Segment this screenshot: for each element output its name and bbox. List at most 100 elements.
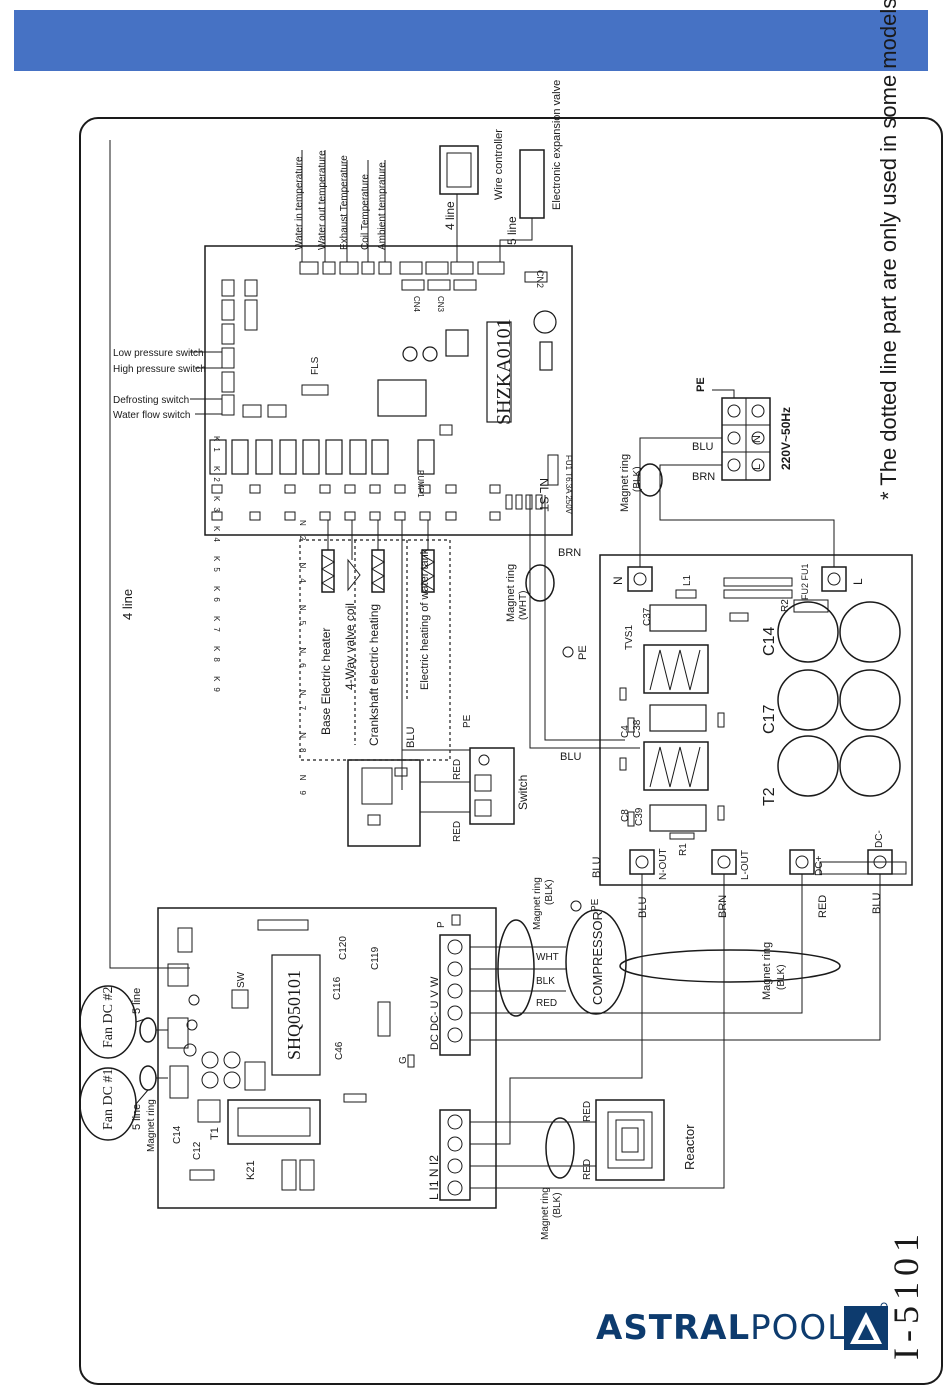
load-label-1: 4-Way valve coil bbox=[343, 603, 357, 690]
magnet-wht-sub: (WHT) bbox=[518, 591, 529, 620]
filter-pe: PE bbox=[577, 645, 589, 660]
filter-c37: C37 bbox=[642, 607, 653, 626]
sensor-label-4: Ambient temprature bbox=[377, 162, 388, 250]
compressor bbox=[470, 909, 627, 1017]
driver-uvw: DC DC- U V W bbox=[429, 976, 441, 1050]
switch-pe: PE bbox=[462, 714, 473, 728]
filter-tvs: TVS1 bbox=[624, 625, 635, 650]
mid-text: Magnet ring (WHT) BRN BLU 4 line bbox=[120, 547, 581, 763]
switch-blu: BLU bbox=[405, 727, 417, 748]
power-blu: BLU bbox=[692, 441, 713, 453]
board-fls: FLS bbox=[310, 356, 321, 375]
driver-sw: SW bbox=[236, 971, 247, 988]
board-cn4: CN4 bbox=[412, 296, 421, 313]
comp-wht: WHT bbox=[536, 952, 559, 963]
four-line-left: 4 line bbox=[120, 589, 135, 620]
main-board-code: SHZKA0101 bbox=[493, 318, 515, 425]
driver-board-code: SHQ050101 bbox=[284, 970, 304, 1060]
filter-l1: L1 bbox=[682, 574, 693, 586]
terminal-n: N bbox=[751, 435, 763, 443]
switch-title: Switch bbox=[516, 775, 530, 810]
filter-c39: C39 bbox=[634, 807, 645, 826]
load-label-2: Crankshaft electric heating bbox=[367, 604, 381, 746]
compressor-text: COMPRESSOR WHT BLK RED Magnet ring (BLK)… bbox=[532, 877, 605, 1009]
dotted-note: * The dotted line part are only used in … bbox=[876, 0, 901, 500]
reactor-text: Reactor RED RED Magnet ring (BLK) bbox=[540, 1101, 697, 1240]
lower-blu-1: BLU bbox=[637, 897, 649, 918]
power-rating: 220V~50Hz bbox=[779, 407, 793, 470]
magnet-ring-wht bbox=[525, 564, 555, 602]
lower-blu-2: BLU bbox=[871, 893, 883, 914]
magnet-ring-blk bbox=[619, 949, 841, 983]
sensor-label-1: Water out temperature bbox=[317, 150, 328, 250]
brand-mark-icon bbox=[844, 1302, 888, 1350]
load-label-0: Base Electric heater bbox=[319, 628, 333, 735]
compressor-label: COMPRESSOR bbox=[590, 911, 605, 1005]
wire-controller-label: Wire controller bbox=[493, 129, 505, 200]
driver-board bbox=[157, 907, 497, 1209]
filter-c4: C4 bbox=[620, 725, 631, 738]
filter-fu: FU2 FU1 bbox=[800, 563, 810, 600]
switch-labels: Water flow switch Defrosting switch High… bbox=[113, 348, 206, 421]
brand-name-light: POOL bbox=[750, 1308, 848, 1348]
fan-units bbox=[79, 985, 168, 1141]
board-relays: K1 K2 K3 K4 K5 K6 K7 K8 K9 bbox=[212, 436, 221, 698]
board-nlst: NL ST bbox=[537, 478, 551, 512]
reactor-magnet: Magnet ring bbox=[540, 1187, 551, 1240]
lower-magnet-blk: (BLK) bbox=[776, 964, 787, 990]
fan-magnet: Magnet ring bbox=[146, 1099, 157, 1152]
reactor-red-2: RED bbox=[582, 1159, 593, 1180]
board-n-outs: N2 N4 N5 N6 N7 N8 N9 bbox=[298, 520, 307, 805]
model-code: I-5101 bbox=[886, 1228, 926, 1360]
switch-red-1: RED bbox=[452, 759, 463, 780]
mid-wires bbox=[109, 140, 640, 969]
four-line-top: 4 line bbox=[443, 201, 457, 230]
reactor-magnet-blk: (BLK) bbox=[552, 1192, 563, 1218]
filter-r1: R1 bbox=[678, 843, 689, 856]
filter-c17: C17 bbox=[761, 705, 778, 734]
filter-blu-left: BLU bbox=[591, 857, 603, 878]
filter-dcp: DC+ bbox=[814, 856, 825, 876]
driver-c14: C14 bbox=[172, 1125, 183, 1144]
reactor-red-1: RED bbox=[582, 1101, 593, 1122]
mid-blu: BLU bbox=[560, 751, 581, 763]
expansion-valve bbox=[499, 149, 545, 262]
magnet-top-label: Magnet ring bbox=[619, 454, 631, 512]
terminal-l: L bbox=[751, 464, 763, 470]
comp-blk: BLK bbox=[536, 976, 555, 987]
driver-text: SHQ050101 L I1 N I2 DC DC- U V W K21 T1 … bbox=[172, 921, 447, 1200]
board-cn2: CN2 bbox=[535, 270, 545, 288]
load-label-3: Electric heating of water tank bbox=[419, 548, 431, 690]
brand-name-bold: ASTRAL bbox=[596, 1308, 751, 1348]
comp-magnet-blk: (BLK) bbox=[544, 879, 555, 905]
power-switch bbox=[347, 747, 515, 847]
driver-p: P bbox=[436, 921, 447, 928]
filter-c14: C14 bbox=[761, 627, 778, 656]
power-brn: BRN bbox=[692, 471, 715, 483]
driver-c116: C116 bbox=[332, 976, 343, 1000]
load-area bbox=[299, 520, 451, 761]
lower-brn: BRN bbox=[717, 895, 729, 918]
astralpool-logo: ASTRALPOOL bbox=[594, 1298, 894, 1380]
sensor-label-0: Water in temperature bbox=[294, 156, 305, 250]
switch-label-0: Water flow switch bbox=[113, 410, 190, 421]
sensor-leads bbox=[301, 150, 386, 262]
switch-label-2: High pressure switch bbox=[113, 364, 206, 375]
five-line-top: 5 line bbox=[505, 216, 519, 245]
filter-n: N bbox=[611, 576, 625, 585]
diagram-frame bbox=[79, 117, 943, 1385]
expansion-valve-label: Electronic expansion valve bbox=[551, 80, 563, 210]
relay-row bbox=[209, 439, 435, 475]
out-connectors bbox=[211, 484, 501, 521]
sensor-connectors bbox=[299, 261, 548, 291]
board-pump: PUMP1 bbox=[416, 470, 425, 498]
filter-pe-symbol bbox=[562, 646, 574, 658]
magnet-wht-label: Magnet ring bbox=[505, 564, 517, 622]
power-wires bbox=[639, 389, 835, 567]
filter-r2: R2 bbox=[780, 599, 791, 612]
board-cn3: CN3 bbox=[436, 296, 445, 313]
driver-c119: C119 bbox=[370, 946, 381, 970]
filter-dcm: DC- bbox=[874, 830, 885, 848]
fan2-line: 5 line bbox=[131, 988, 143, 1014]
